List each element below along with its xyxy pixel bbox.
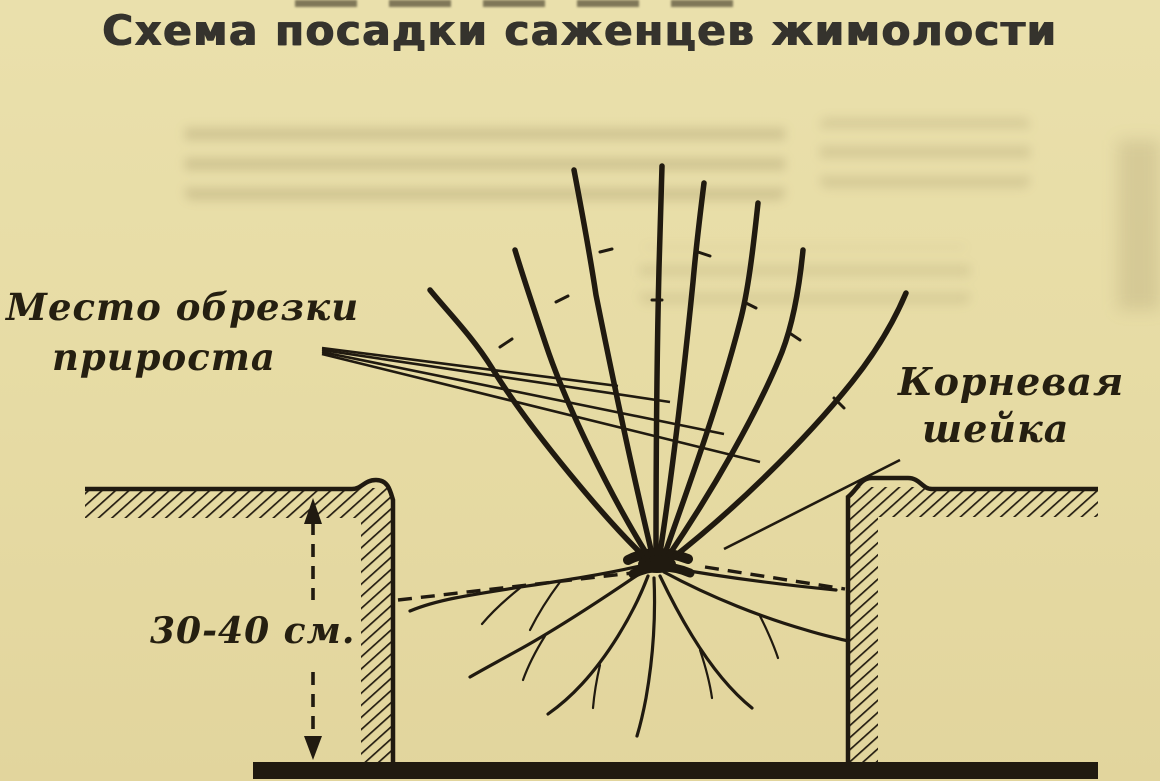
diagram-title: Схема посадки саженцев жимолости (102, 6, 1058, 55)
root (591, 663, 602, 710)
depth-arrowhead-up (304, 498, 322, 524)
root (635, 576, 657, 738)
root (758, 614, 780, 660)
root-collar-mass (623, 548, 695, 579)
pit-and-soil (85, 475, 1098, 779)
soil-outline-left (85, 477, 396, 772)
soil-level-dashed-line (397, 565, 846, 602)
root (662, 570, 850, 643)
root (480, 586, 522, 626)
branch (653, 163, 665, 555)
branch (427, 287, 651, 563)
label-pit-depth: 30-40 см. (150, 610, 356, 652)
root (408, 564, 642, 613)
pruning-pointer-lines (321, 346, 761, 464)
branch-bud-ticks (498, 247, 846, 410)
label-pruning-line1: Место обрезки (6, 285, 360, 329)
label-pruning-line2: прироста (52, 334, 276, 379)
label-root-collar-line2: шейка (922, 405, 1070, 451)
branch (661, 200, 761, 559)
label-pruning-site: Место обрезки прироста (6, 285, 360, 379)
branch (512, 247, 651, 559)
pit-bottom-line (253, 762, 1098, 779)
depth-arrowhead-down (304, 736, 322, 760)
branch (571, 167, 655, 557)
branch (664, 247, 806, 561)
depth-arrow (304, 498, 322, 760)
label-root-collar: Корневая шейка (898, 359, 1125, 452)
branch (657, 180, 707, 556)
root (528, 580, 562, 632)
root (658, 574, 754, 710)
soil-outline-right (845, 475, 1098, 772)
seedling-roots (408, 564, 850, 738)
root (698, 648, 714, 700)
root (521, 634, 547, 682)
root-collar-pointer-line (723, 458, 901, 551)
label-root-collar-line1: Корневая (898, 359, 1125, 404)
root (546, 574, 650, 716)
bush-branches (427, 163, 909, 563)
soil-hatch-left (85, 488, 393, 772)
branch (667, 290, 909, 563)
soil-hatch-right (848, 487, 1098, 772)
root (468, 570, 644, 679)
